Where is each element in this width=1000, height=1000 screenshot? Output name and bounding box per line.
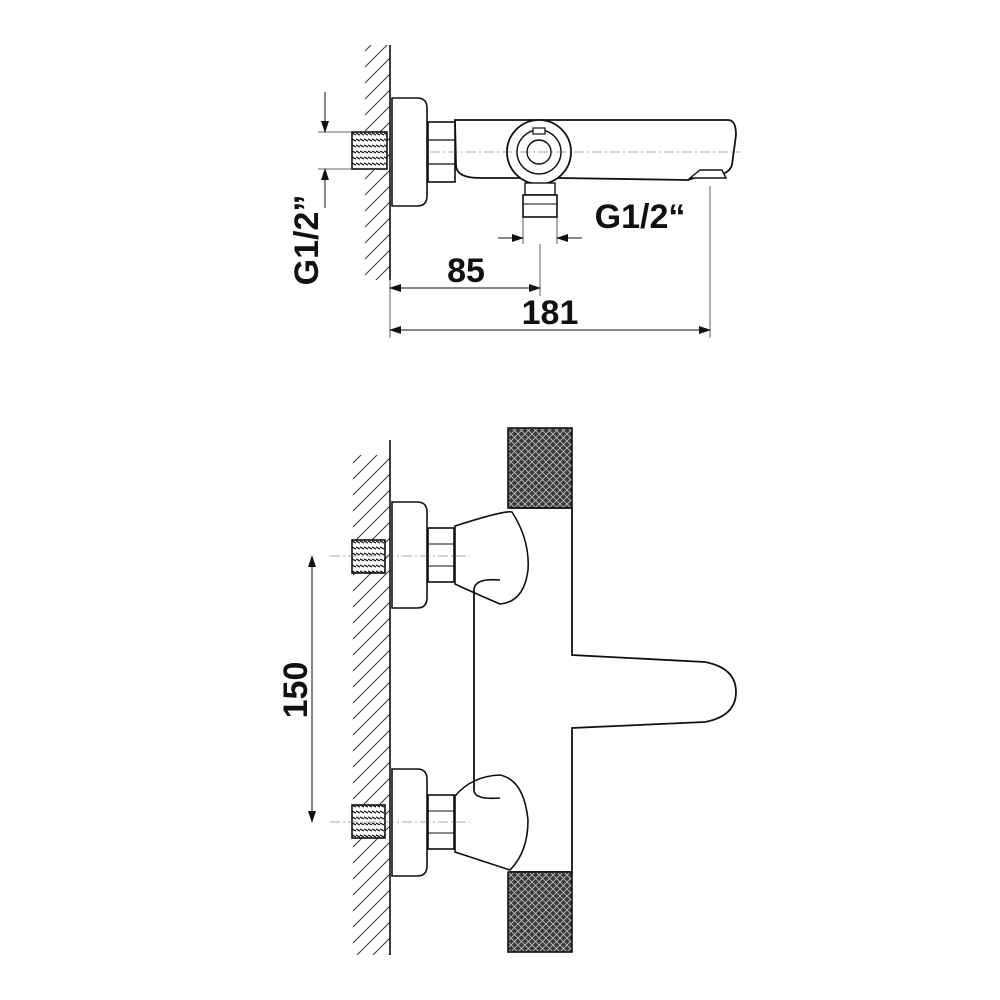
side-view: G1/2” G1/2“ 85 181 — [288, 45, 740, 338]
front-view-wall — [353, 440, 391, 955]
front-view-upper-arm — [454, 510, 529, 605]
front-view-lower-inlet — [351, 768, 455, 877]
side-thread-vertical-label: G1/2” — [288, 195, 326, 286]
side-view-outlet-thread-dimension: G1/2“ — [498, 198, 685, 244]
side-view-dimension-181: 181 — [389, 186, 711, 338]
side-view-spout-body — [454, 119, 737, 181]
side-view-thread-dimension: G1/2” — [288, 92, 352, 285]
side-view-threaded-inlet — [351, 131, 388, 170]
side-view-dimension-85: 85 — [389, 244, 541, 338]
front-view-bottom-knurled-handle — [507, 871, 573, 953]
front-view-dimension-150: 150 — [277, 555, 316, 823]
front-view-lower-arm — [454, 774, 529, 871]
front-view: 150 — [277, 427, 737, 955]
front-view-top-knurled-handle — [507, 427, 573, 509]
front-view-body — [473, 507, 737, 873]
front-view-upper-inlet — [351, 501, 455, 609]
front-spacing-150-label: 150 — [277, 662, 315, 719]
side-length-85-label: 85 — [447, 252, 485, 290]
side-thread-outlet-label: G1/2“ — [595, 198, 686, 236]
side-view-wall-flange — [391, 97, 428, 207]
side-length-181-label: 181 — [522, 294, 579, 332]
side-view-bottom-outlet — [522, 182, 558, 218]
